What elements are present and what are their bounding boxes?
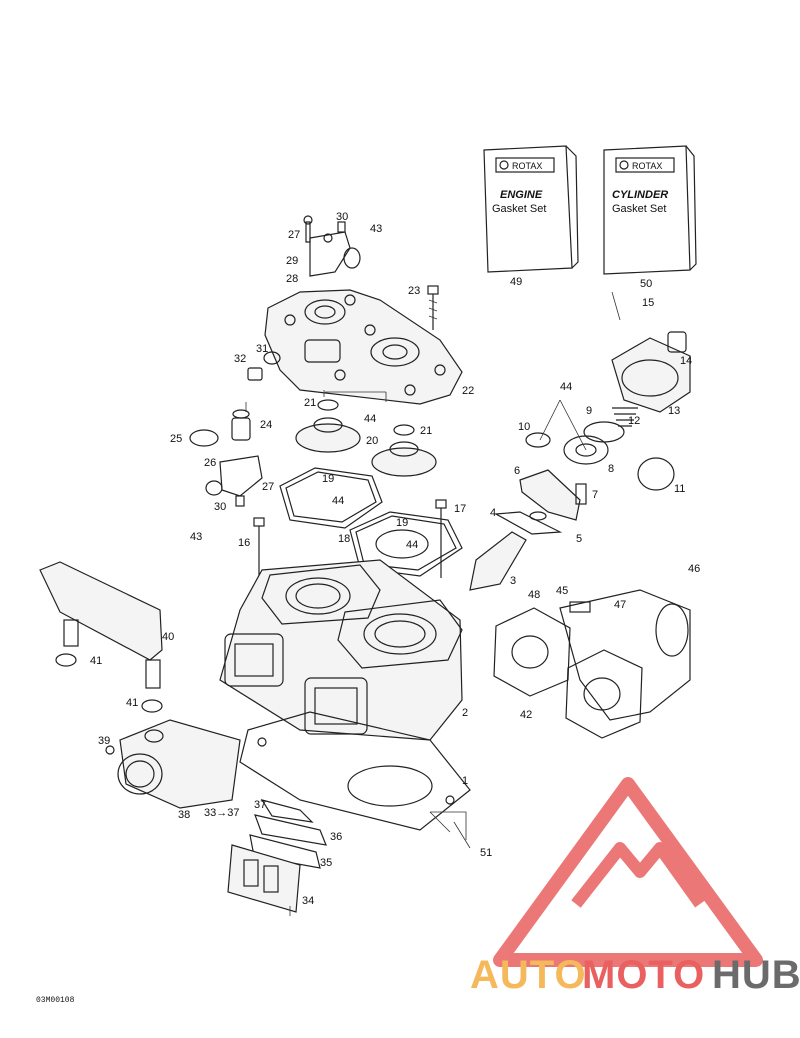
callout-39: 39 [98,735,110,747]
callout-47: 47 [614,599,626,611]
callout-16: 16 [238,537,250,549]
watermark-logo [493,777,763,967]
water-outlet-fitting [303,215,361,277]
callout-29: 29 [286,255,298,267]
callout-51: 51 [480,847,492,859]
callout-13: 13 [668,405,680,417]
base-gasket [239,711,471,831]
watermark-moto: MOTO [582,953,705,997]
leader-lines [245,291,621,916]
callout-43a: 43 [370,223,382,235]
callout-30b: 30 [214,501,226,513]
callout-32: 32 [234,353,246,365]
stud-17 [435,499,447,578]
callout-44b: 44 [364,413,376,425]
engine-kit-brand: ROTAX [512,161,542,171]
callout-6: 6 [514,465,520,477]
callout-10: 10 [518,421,530,433]
callout-34: 34 [302,895,314,907]
bolt-23 [427,285,439,330]
callout-46: 46 [688,563,700,575]
callout-26: 26 [204,457,216,469]
callout-41a: 41 [90,655,102,667]
callout-2: 2 [462,707,468,719]
callout-45: 45 [556,585,568,597]
engine-kit-title: ENGINE [500,189,543,201]
callout-25: 25 [170,433,182,445]
callout-8: 8 [608,463,614,475]
callout-14: 14 [680,355,692,367]
callout-49: 49 [510,276,522,288]
callout-36: 36 [330,831,342,843]
callout-33: 33→37 [204,807,239,819]
water-pipe [39,561,163,713]
callout-12: 12 [628,415,640,427]
cylinder-kit-brand: ROTAX [632,161,662,171]
callout-15: 15 [642,297,654,309]
thermostat [189,409,251,447]
engine-kit-subtitle: Gasket Set [492,203,546,215]
callout-27a: 27 [288,229,300,241]
callout-30a: 30 [336,211,348,223]
reed-valve [227,799,327,913]
callout-31: 31 [256,343,268,355]
watermark-text: AUTO MOTO HUB [470,953,800,997]
callout-11: 11 [674,483,685,495]
watermark-hub: HUB [712,953,800,997]
callout-19b: 19 [396,517,408,529]
callout-44a: 44 [560,381,572,393]
callout-40: 40 [162,631,174,643]
callout-50: 50 [640,278,652,290]
callout-22: 22 [462,385,474,397]
callout-35: 35 [320,857,332,869]
callout-42: 42 [520,709,532,721]
cylinder-gasket-kit: ROTAX CYLINDER Gasket Set 50 [603,145,697,290]
callout-4: 4 [490,507,496,519]
exhaust-valve-housing [469,469,587,591]
callout-37: 37 [254,799,266,811]
head-gaskets [279,467,463,577]
callout-7: 7 [592,489,598,501]
watermark-auto: AUTO [470,953,587,997]
cylinder-head-cover [264,289,463,405]
rotary-valve-disc [525,421,675,491]
callout-21a: 21 [304,397,316,409]
rotary-valve-cover [611,331,691,427]
callout-48: 48 [528,589,540,601]
callout-3: 3 [510,575,516,587]
callout-21b: 21 [420,425,432,437]
callout-23: 23 [408,285,420,297]
callout-24: 24 [260,419,272,431]
callout-5: 5 [576,533,582,545]
callouts: 1 2 3 4 5 6 7 8 9 10 11 12 13 14 15 16 1… [90,211,700,907]
engine-gasket-kit: ROTAX ENGINE Gasket Set 49 [483,145,579,288]
callout-18: 18 [338,533,350,545]
callout-9: 9 [586,405,592,417]
callout-44d: 44 [406,539,418,551]
cylinder-kit-subtitle: Gasket Set [612,203,666,215]
callout-1: 1 [462,775,468,787]
callout-19a: 19 [322,473,334,485]
callout-27b: 27 [262,481,274,493]
callout-41b: 41 [126,697,138,709]
callout-38: 38 [178,809,190,821]
callout-17: 17 [454,503,466,515]
thermostat-housing [205,455,263,507]
callout-28: 28 [286,273,298,285]
exhaust-manifold [559,589,691,721]
callout-44c: 44 [332,495,344,507]
combustion-domes [295,399,437,477]
callout-43b: 43 [190,531,202,543]
figure-code: 03M00108 [36,996,75,1005]
exhaust-flanges [493,607,643,739]
cylinder-kit-title: CYLINDER [612,189,668,201]
intake-adapter [105,719,241,809]
callout-20: 20 [366,435,378,447]
cylinder-block [219,559,463,741]
plug-32 [247,351,281,381]
